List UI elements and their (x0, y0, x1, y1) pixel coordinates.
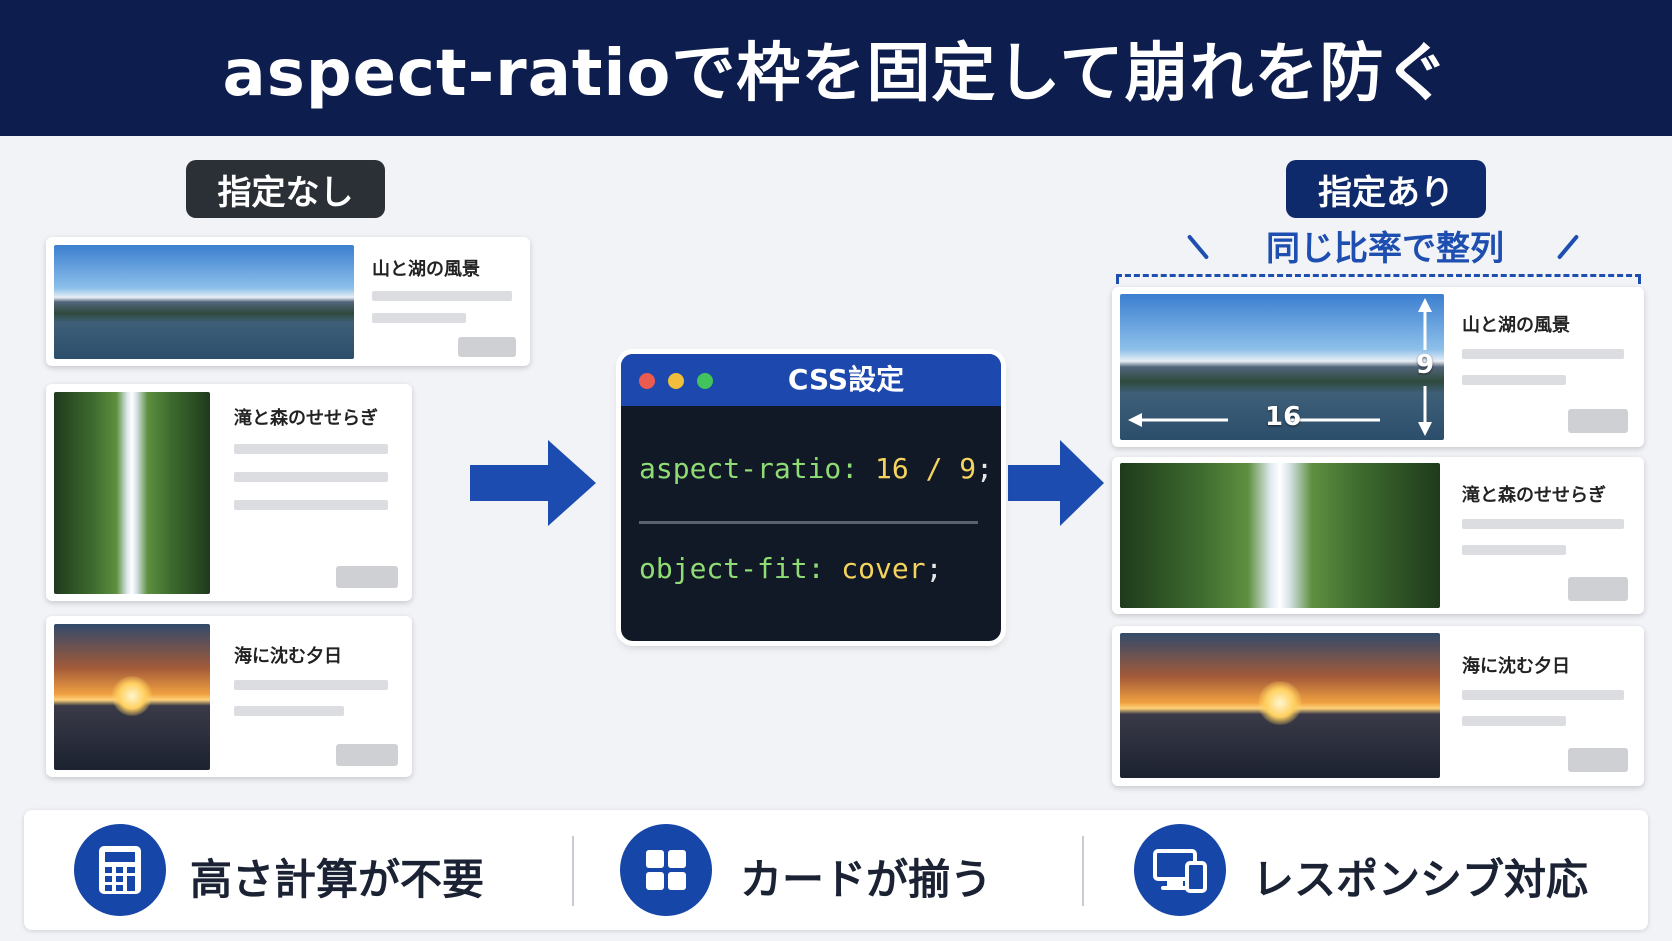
height-dimension-arrow-icon (1418, 298, 1432, 436)
devices-icon (1134, 824, 1226, 916)
text-placeholder (1462, 519, 1624, 529)
waterfall-forest-image (1120, 463, 1440, 608)
code-window-titlebar: CSS設定 (621, 354, 1001, 406)
button-placeholder (458, 337, 516, 357)
sea-sunset-image (1120, 633, 1440, 778)
text-placeholder (234, 500, 388, 510)
feature-divider (572, 836, 574, 906)
card-title: 滝と森のせせらぎ (234, 408, 378, 429)
button-placeholder (336, 744, 398, 766)
mountain-lake-image: 16 9 (1120, 294, 1444, 440)
card-title: 海に沈む夕日 (234, 646, 342, 667)
card-set-1: 16 9 山と湖の風景 (1112, 287, 1644, 447)
card-unset-2: 滝と森のせせらぎ (46, 384, 412, 601)
emphasis-mark-icon (1186, 234, 1210, 260)
feature-responsive: レスポンシブ対応 (1252, 855, 1589, 904)
card-title: 山と湖の風景 (1462, 315, 1570, 336)
emphasis-mark-icon (1556, 234, 1580, 260)
with-setting-label: 指定あり (1286, 160, 1486, 218)
alignment-bracket (1116, 274, 1641, 284)
text-placeholder (234, 444, 388, 454)
card-unset-1: 山と湖の風景 (46, 237, 530, 366)
sun-glow (1258, 681, 1302, 725)
text-placeholder (372, 313, 466, 323)
button-placeholder (336, 566, 398, 588)
code-line-aspect-ratio: aspect-ratio: 16 / 9; (639, 452, 993, 485)
button-placeholder (1568, 577, 1628, 601)
card-title: 海に沈む夕日 (1462, 656, 1570, 677)
text-placeholder (1462, 690, 1624, 700)
minimize-dot-icon (668, 373, 684, 389)
aligned-caption: 同じ比率で整列 (1266, 229, 1504, 269)
card-title: 山と湖の風景 (372, 259, 480, 280)
code-divider (639, 521, 978, 524)
mountain-lake-image (54, 245, 354, 359)
waterfall-forest-image (54, 392, 210, 594)
text-placeholder (372, 291, 512, 301)
text-placeholder (1462, 375, 1566, 385)
card-unset-3: 海に沈む夕日 (46, 616, 412, 777)
css-code-window: CSS設定 aspect-ratio: 16 / 9; object-fit: … (621, 354, 1001, 641)
without-setting-label: 指定なし (186, 160, 385, 218)
header-banner: aspect-ratioで枠を固定して崩れを防ぐ (0, 0, 1672, 136)
ratio-width-label: 16 (1265, 402, 1302, 432)
text-placeholder (234, 706, 344, 716)
css-property: object-fit: (639, 552, 825, 585)
feature-cards-aligned: カードが揃う (740, 855, 993, 904)
width-dimension-arrow-icon (1128, 413, 1380, 427)
card-title: 滝と森のせせらぎ (1462, 485, 1606, 506)
button-placeholder (1568, 748, 1628, 772)
arrow-right-icon (470, 440, 596, 526)
css-value: 16 / 9 (875, 452, 977, 485)
arrow-right-icon (1008, 440, 1104, 526)
css-semicolon: ; (976, 452, 994, 485)
sun-glow (112, 676, 152, 716)
maximize-dot-icon (697, 373, 713, 389)
button-placeholder (1568, 409, 1628, 433)
page-title: aspect-ratioで枠を固定して崩れを防ぐ (222, 37, 1450, 111)
text-placeholder (1462, 349, 1624, 359)
text-placeholder (234, 472, 388, 482)
css-property: aspect-ratio: (639, 452, 859, 485)
grid-icon (620, 824, 712, 916)
text-placeholder (1462, 716, 1566, 726)
features-bar: 高さ計算が不要 カードが揃う レスポンシブ対応 (24, 810, 1648, 930)
text-placeholder (1462, 545, 1566, 555)
css-value: cover (841, 552, 926, 585)
code-line-object-fit: object-fit: cover; (639, 552, 942, 585)
card-set-2: 滝と森のせせらぎ (1112, 457, 1644, 614)
css-semicolon: ; (925, 552, 943, 585)
close-dot-icon (639, 373, 655, 389)
code-window-title: CSS設定 (787, 363, 905, 396)
sea-sunset-image (54, 624, 210, 770)
feature-divider (1082, 836, 1084, 906)
text-placeholder (234, 680, 388, 690)
calculator-icon (74, 824, 166, 916)
card-set-3: 海に沈む夕日 (1112, 626, 1644, 786)
feature-no-height-calc: 高さ計算が不要 (190, 855, 485, 904)
ratio-height-label: 9 (1416, 350, 1435, 380)
